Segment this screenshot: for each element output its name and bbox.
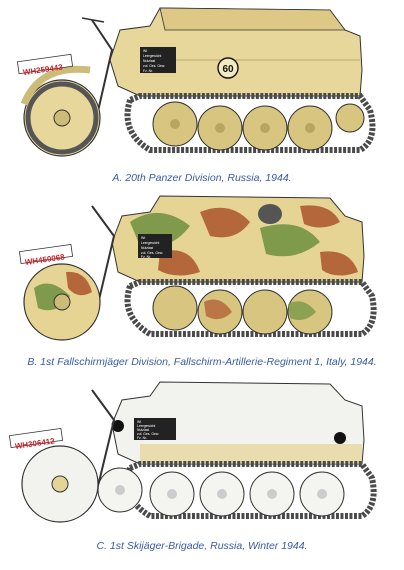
vehicle-b-stencil-line: Leergewicht <box>141 241 159 245</box>
vehicle-b-stencil-line: zul. Ges. Gew. <box>141 251 163 255</box>
vehicle-a-tactical-number: 60 <box>222 64 234 75</box>
vehicle-c-illustration: WH306412 Wt Leergewicht Nutzlast zul. Ge… <box>0 378 404 534</box>
vehicle-a-stencil-line: Leergewicht <box>143 54 161 58</box>
vehicle-a-body <box>16 7 376 157</box>
vehicle-a-stencil-line: zul. Ges. Gew. <box>143 64 165 68</box>
vehicle-c-stencil-line: Leergewicht <box>137 424 155 428</box>
vehicle-c-body <box>8 381 377 523</box>
vehicle-c-stencil-line: zul. Ges. Gew. <box>137 432 159 436</box>
vehicle-a-illustration: WH259443 Wt Leergewicht Nutzlast zul. Ge… <box>0 0 404 168</box>
vehicle-a-stencil-line: Nutzlast <box>143 59 155 63</box>
vehicle-b-illustration: WH450068 Wt Leergewicht Nutzlast zul. Ge… <box>0 192 404 352</box>
vehicle-c-caption: C. 1st Skijäger-Brigade, Russia, Winter … <box>96 540 308 552</box>
vehicle-b-stencil-line: Nutzlast <box>141 246 153 250</box>
vehicle-a-stencil-line: Fz. Nr. <box>143 69 153 73</box>
vehicle-a-caption: A. 20th Panzer Division, Russia, 1944. <box>112 172 292 184</box>
vehicle-a-stencil-line: Wt <box>143 49 147 53</box>
vehicle-b-caption: B. 1st Fallschirmjäger Division, Fallsch… <box>27 356 377 368</box>
vehicle-c-stencil-line: Nutzlast <box>137 428 149 432</box>
vehicle-b-stencil-line: Wt <box>141 236 145 240</box>
vehicle-c-stencil-line: Wt <box>137 420 141 424</box>
vehicle-b-stencil-line: Fz. Nr. <box>141 255 151 259</box>
vehicle-b-body <box>18 195 377 341</box>
vehicle-c-stencil-line: Fz. Nr. <box>137 436 147 440</box>
